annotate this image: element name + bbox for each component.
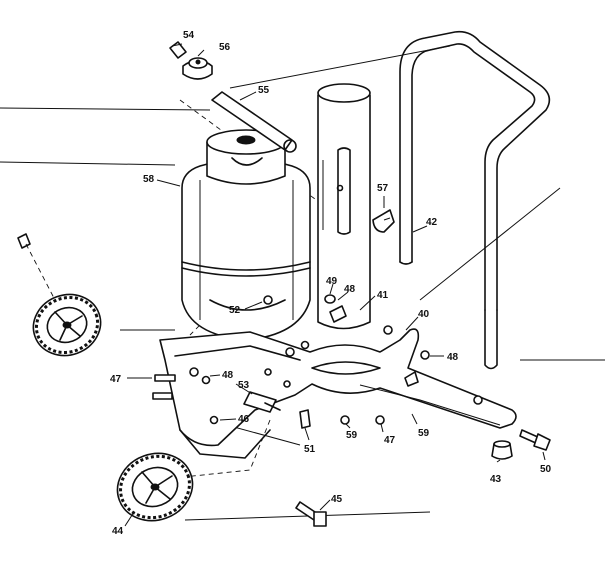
callout-59: 59 xyxy=(346,430,358,441)
callout-47: 47 xyxy=(384,435,396,446)
callout-50: 50 xyxy=(540,464,552,475)
callout-48: 48 xyxy=(222,370,234,381)
callout-48: 48 xyxy=(344,284,356,295)
callout-49: 49 xyxy=(326,276,338,287)
callout-43: 43 xyxy=(490,474,502,485)
callout-52: 52 xyxy=(229,305,241,316)
callout-42: 42 xyxy=(426,217,438,228)
callout-53: 53 xyxy=(238,380,250,391)
base-frame-40 xyxy=(159,328,517,459)
wheel-44 xyxy=(116,452,194,522)
callout-56: 56 xyxy=(219,42,231,53)
callout-45: 45 xyxy=(331,494,343,505)
callout-57: 57 xyxy=(377,183,389,194)
callout-41: 41 xyxy=(377,290,389,301)
callout-40: 40 xyxy=(418,309,430,320)
tube-41 xyxy=(317,83,395,330)
callout-48: 48 xyxy=(447,352,459,363)
propane-tank-58 xyxy=(181,129,311,341)
callout-59: 59 xyxy=(418,428,430,439)
callout-46: 46 xyxy=(238,414,250,425)
bolt-50 xyxy=(519,429,551,451)
handle-42 xyxy=(399,30,551,370)
wheel-upper xyxy=(17,233,102,357)
leader-lines xyxy=(124,43,546,527)
callout-54: 54 xyxy=(183,30,195,41)
callout-58: 58 xyxy=(143,174,155,185)
callout-44: 44 xyxy=(112,526,124,537)
callout-51: 51 xyxy=(304,444,316,455)
callout-labels: 54 56 55 58 57 42 49 48 41 52 40 48 47 4… xyxy=(110,30,552,537)
regulator-hose-assembly xyxy=(169,41,297,153)
callout-47: 47 xyxy=(110,374,122,385)
bolt-45 xyxy=(295,501,327,527)
callout-55: 55 xyxy=(258,85,270,96)
frame-fasteners xyxy=(152,294,483,429)
foot-cap-43 xyxy=(491,440,513,460)
